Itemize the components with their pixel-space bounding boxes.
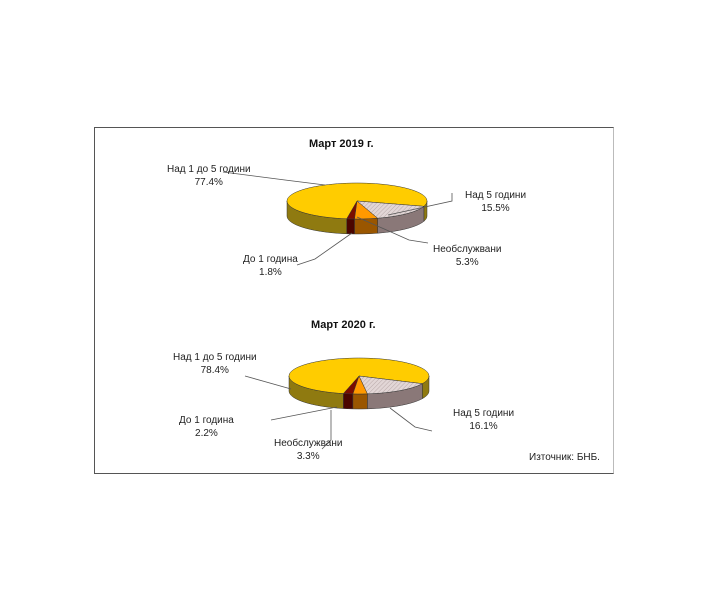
pie-slice-1-2 <box>358 375 424 395</box>
leader-line-3 <box>296 232 353 266</box>
pie-charts <box>222 171 453 450</box>
pie-slice-0-3 <box>354 200 379 220</box>
pie-side-0-0 <box>346 218 355 235</box>
pie-slice-0-2 <box>356 200 425 219</box>
source-note: Източник: БНБ. <box>529 452 600 463</box>
pie-slice-1-3 <box>352 375 368 395</box>
leader-line-2 <box>356 216 429 244</box>
leader-line-5 <box>389 407 433 432</box>
leader-line-1 <box>387 193 453 216</box>
chart-title-2020: Март 2020 г. <box>311 319 376 331</box>
leader-line-4 <box>244 375 292 390</box>
leader-line-6 <box>270 406 338 421</box>
chart-title-2019: Март 2019 г. <box>309 138 374 150</box>
pie-side-1-3 <box>352 393 368 410</box>
leader-line-0 <box>222 171 326 186</box>
leader-line-7 <box>321 410 332 450</box>
pie-side-1-0 <box>343 393 354 410</box>
